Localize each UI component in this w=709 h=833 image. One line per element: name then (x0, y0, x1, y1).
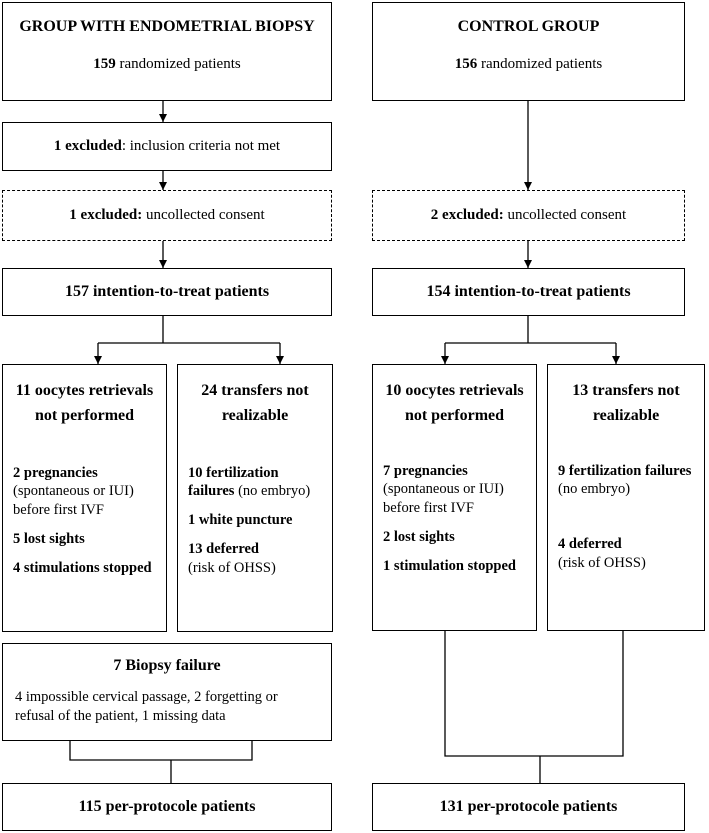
left-lost-sights: 5 lost sights (13, 531, 85, 548)
right-randomized-box: CONTROL GROUP 156 randomized patients (372, 2, 685, 101)
left-randomized-text: randomized patients (115, 56, 241, 72)
left-transfer-box: 24 transfers not realizable 10 fertiliza… (177, 364, 333, 632)
left-per-protocol-box: 115 per-protocole patients (2, 783, 332, 831)
left-oocyte-title-line2: not performed (34, 406, 135, 424)
left-transfer-title-line2: realizable (221, 406, 289, 424)
left-excluded-consent-text: 1 excluded: uncollected consent (69, 206, 264, 226)
left-excluded-criteria-box: 1 excluded: inclusion criteria not met (2, 122, 332, 171)
right-oocyte-title-line1: 10 oocytes retrievals (385, 382, 524, 399)
branch-left-itt (98, 316, 280, 344)
left-excluded-consent-box: 1 excluded: uncollected consent (2, 190, 332, 241)
left-per-protocol-text: 115 per-protocole patients (78, 798, 256, 815)
right-per-protocol-text: 131 per-protocole patients (439, 798, 618, 815)
left-biopsy-failure-detail: 4 impossible cervical passage, 2 forgett… (15, 689, 278, 724)
left-excluded-consent-count: 1 excluded: (69, 206, 143, 223)
right-oocyte-title: 10 oocytes retrievals not performed (383, 379, 526, 429)
left-deferred-detail: (risk of OHSS) (188, 559, 276, 576)
right-pregnancies-count: 7 pregnancies (383, 462, 468, 479)
right-fertilization-failures: 9 fertilization failures (no embryo) (558, 462, 694, 500)
merge-left-to-per-protocol (69, 741, 253, 783)
right-per-protocol-box: 131 per-protocole patients (372, 783, 685, 831)
right-excluded-consent-box: 2 excluded: uncollected consent (372, 190, 685, 241)
right-deferred-detail: (risk of OHSS) (558, 555, 646, 572)
right-transfer-title: 13 transfers not realizable (558, 379, 694, 429)
right-fertilization-detail: (no embryo) (558, 481, 631, 498)
left-oocyte-title-line1: 11 oocytes retrievals (15, 382, 154, 399)
left-transfer-title: 24 transfers not realizable (188, 379, 322, 429)
left-transfer-title-line1: 24 transfers not (201, 382, 309, 399)
right-deferred-count: 4 deferred (558, 536, 622, 553)
left-group-title: GROUP WITH ENDOMETRIAL BIOPSY (19, 18, 315, 35)
left-pregnancies-count: 2 pregnancies (13, 464, 98, 481)
right-pregnancies: 7 pregnancies (spontaneous or IUI) befor… (383, 462, 526, 519)
left-itt-text: 157 intention-to-treat patients (64, 283, 270, 300)
right-itt-box: 154 intention-to-treat patients (372, 268, 685, 316)
right-fertilization-count: 9 fertilization failures (558, 462, 692, 479)
branch-right-itt (445, 316, 616, 344)
left-pregnancies-detail: (spontaneous or IUI) before first IVF (13, 483, 134, 519)
right-lost-sights: 2 lost sights (383, 529, 455, 546)
left-stimulations-stopped: 4 stimulations stopped (13, 559, 152, 576)
right-group-title: CONTROL GROUP (457, 18, 600, 35)
left-fertilization-label: failures (188, 483, 235, 500)
left-deferred: 13 deferred (risk of OHSS) (188, 540, 322, 578)
left-excluded-criteria-text: 1 excluded: inclusion criteria not met (54, 137, 280, 157)
left-randomized-line: 159 randomized patients (93, 55, 240, 75)
right-excluded-consent-reason: uncollected consent (503, 206, 627, 223)
left-biopsy-failure-box: 7 Biopsy failure 4 impossible cervical p… (2, 643, 332, 741)
left-fertilization-detail: (no embryo) (234, 483, 311, 500)
right-itt-text: 154 intention-to-treat patients (426, 283, 631, 300)
left-fertilization-count: 10 fertilization (188, 464, 279, 481)
left-biopsy-failure-title: 7 Biopsy failure (113, 657, 221, 674)
left-fertilization-failures: 10 fertilization failures (no embryo) (188, 464, 322, 502)
left-randomized-box: GROUP WITH ENDOMETRIAL BIOPSY 159 random… (2, 2, 332, 101)
left-oocyte-title: 11 oocytes retrievals not performed (13, 379, 156, 429)
right-randomized-text: randomized patients (477, 56, 603, 72)
left-excluded-criteria-reason: : inclusion criteria not met (121, 137, 281, 154)
left-white-puncture: 1 white puncture (188, 512, 293, 529)
right-randomized-count: 156 (454, 56, 478, 72)
left-itt-box: 157 intention-to-treat patients (2, 268, 332, 316)
merge-right-to-per-protocol (444, 631, 624, 783)
left-pregnancies: 2 pregnancies (spontaneous or IUI) befor… (13, 464, 156, 521)
right-randomized-line: 156 randomized patients (455, 55, 602, 75)
right-stimulation-stopped: 1 stimulation stopped (383, 557, 516, 574)
right-transfer-title-line2: realizable (592, 406, 660, 424)
right-excluded-consent-count: 2 excluded: (430, 206, 504, 223)
left-excluded-criteria-count: 1 excluded (53, 137, 122, 154)
left-randomized-count: 159 (93, 56, 116, 72)
right-oocyte-title-line2: not performed (404, 406, 505, 424)
left-deferred-count: 13 deferred (188, 541, 259, 558)
right-excluded-consent-text: 2 excluded: uncollected consent (431, 206, 626, 226)
left-oocyte-box: 11 oocytes retrievals not performed 2 pr… (2, 364, 167, 632)
right-pregnancies-detail: (spontaneous or IUI) before first IVF (383, 481, 504, 517)
right-oocyte-box: 10 oocytes retrievals not performed 7 pr… (372, 364, 537, 631)
right-deferred: 4 deferred (risk of OHSS) (558, 535, 694, 573)
right-transfer-title-line1: 13 transfers not (572, 382, 680, 399)
left-excluded-consent-reason: uncollected consent (142, 206, 265, 223)
right-transfer-box: 13 transfers not realizable 9 fertilizat… (547, 364, 705, 631)
